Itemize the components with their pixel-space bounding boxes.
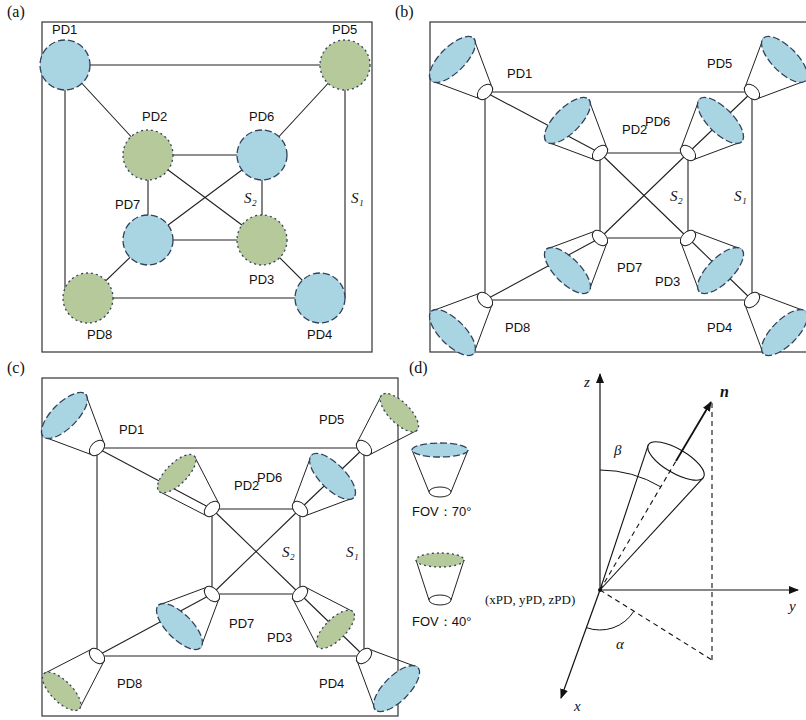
photodiode-label: PD6 [257,470,282,486]
photodiode-label: PD3 [267,630,292,646]
fov-aperture [416,553,464,567]
photodiode-label: PD2 [234,478,259,494]
photodiode-base [289,583,310,604]
symbol-label: S₁ [351,190,364,206]
photodiode-base [353,645,374,666]
fov-aperture [374,388,424,438]
photodiode-base [429,595,451,605]
symbol-label: (xPD, yPD, zPD) [485,592,575,608]
photodiode-label: PD7 [115,197,140,213]
photodiode-label: PD6 [249,109,274,125]
photodiode-base [589,142,610,163]
photodiode-base [86,437,107,458]
photodiode-label: PD5 [332,22,357,38]
photodiode-base [201,498,222,519]
fov-aperture [366,658,426,718]
photodiode-label: PD4 [319,676,344,692]
panel-label: (b) [395,4,414,20]
projection-lines [600,402,712,660]
fov-aperture [34,385,94,445]
photodiode-label: PD1 [52,22,77,38]
photodiode-base [741,81,762,102]
photodiode-label: PD8 [117,676,142,692]
panel-label: (a) [7,4,25,20]
angle-arc [586,611,634,630]
photodiode-label: PD3 [655,274,680,290]
photodiode-label: PD5 [319,412,344,428]
fov-aperture [302,446,362,506]
symbol-label: S₂ [670,188,683,204]
photodiode-label: PD4 [707,320,732,336]
normal-vector [676,402,711,461]
photodiode-base [741,289,762,310]
photodiode-base [429,487,451,497]
receiver-network [422,29,806,362]
symbol-label: x [574,698,581,714]
fov-aperture [422,302,482,362]
photodiode-base [86,645,107,666]
panel-label: (d) [409,360,428,376]
fov-aperture [690,240,750,300]
symbol-label: S₁ [734,188,747,204]
symbol-label: S₂ [244,190,257,206]
photodiode-base [474,289,495,310]
photodiode-label: PD1 [507,66,532,82]
fov-aperture [537,240,597,300]
photodiode-base [677,227,698,248]
fov-icons [412,443,468,605]
legend-text: FOV：70° [412,504,471,520]
fov-aperture [310,604,360,654]
symbol-label: β [614,442,621,458]
symbol-label: S₁ [346,544,359,560]
coordinate-axes [561,374,798,698]
fov-aperture [149,596,209,656]
photodiode-label: PD7 [229,616,254,632]
panel-frame [430,22,806,352]
origin-point [598,588,602,592]
photodiode-circles [40,40,370,323]
legend-text: FOV：40° [412,614,471,630]
panel-frame [42,22,372,352]
photodiode-base [474,81,495,102]
symbol-label: n [720,384,729,400]
fov-aperture [537,90,597,150]
receiver-network [34,385,426,718]
receiver-network [65,65,345,298]
photodiode-base [353,437,374,458]
photodiode-base [289,498,310,519]
photodiode-label: PD1 [119,422,144,438]
photodiode-label: PD5 [707,56,732,72]
fov-aperture [37,666,87,716]
photodiode-base [589,227,610,248]
photodiode-base [677,142,698,163]
symbol-label: y [789,598,796,614]
photodiode-label: PD7 [617,260,642,276]
angle-arc [600,470,661,487]
fov-aperture [754,29,806,89]
photodiode-label: PD6 [645,114,670,130]
fov-aperture [412,443,468,457]
panel-frame [42,378,398,716]
photodiode-label: PD3 [249,272,274,288]
fov-aperture [690,90,750,150]
symbol-label: S₂ [282,544,295,560]
fov-cone [600,434,710,590]
symbol-label: α [616,636,624,652]
photodiode-label: PD8 [87,327,112,343]
photodiode-label: PD2 [622,122,647,138]
photodiode-label: PD4 [307,327,332,343]
fov-aperture [754,302,806,362]
symbol-label: z [584,374,590,390]
fov-aperture [152,449,202,499]
panel-label: (c) [7,360,25,376]
photodiode-label: PD2 [142,109,167,125]
fov-aperture [422,29,482,89]
photodiode-label: PD8 [505,320,530,336]
photodiode-base [201,583,222,604]
